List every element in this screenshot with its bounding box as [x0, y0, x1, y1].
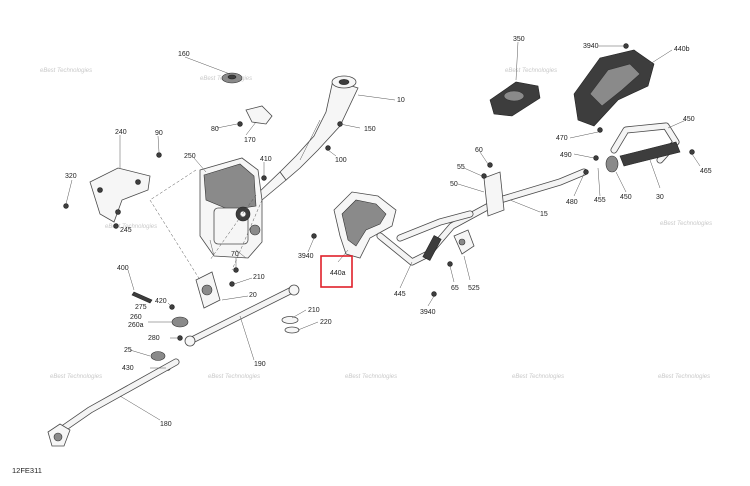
switch-housing-350	[489, 81, 541, 117]
callout-label: 440b	[674, 46, 690, 53]
watermark: eBest Technologies	[40, 68, 92, 74]
callout-label-440a: 440a	[330, 270, 346, 277]
watermark: eBest Technologies	[658, 374, 710, 380]
tie-rod-lower	[47, 358, 180, 447]
callout-label: 450	[683, 116, 695, 123]
power-steering-unit	[199, 157, 263, 259]
intermediate-shaft	[131, 267, 239, 371]
callout-label: 260	[130, 314, 142, 321]
callout-label: 470	[556, 135, 568, 142]
callout-label: 3940	[298, 253, 314, 260]
highlight-box	[320, 255, 353, 288]
callout-label: 320	[65, 173, 77, 180]
handguard-right	[583, 122, 695, 175]
callout-label: 490	[560, 152, 572, 159]
callout-label: 450	[620, 194, 632, 201]
callout-label: 210	[253, 274, 265, 281]
callout-label: 445	[394, 291, 406, 298]
callout-label: 455	[594, 197, 606, 204]
callout-label: 400	[117, 265, 129, 272]
tie-rod-upper	[184, 284, 300, 347]
watermark: eBest Technologies	[105, 224, 157, 230]
callout-label: 3940	[420, 309, 436, 316]
callout-label: 25	[124, 347, 132, 354]
small-hardware-left	[63, 72, 343, 229]
callout-label: 260a	[128, 322, 144, 329]
callout-label: 60	[475, 147, 483, 154]
callout-label: 525	[468, 285, 480, 292]
callout-label: 210	[308, 307, 320, 314]
callout-label: 410	[260, 156, 272, 163]
callout-label: 90	[155, 130, 163, 137]
callout-label: 280	[148, 335, 160, 342]
callout-labels: 160 10 150 80 170 100 240 90 250 410 320…	[65, 36, 712, 428]
callout-label: 80	[211, 126, 219, 133]
callout-label: 170	[244, 137, 256, 144]
callout-label: 190	[254, 361, 266, 368]
callout-label: 70	[231, 251, 239, 258]
handlebar	[376, 168, 588, 297]
callout-label: 3940	[583, 43, 599, 50]
riser-clamp	[481, 162, 505, 217]
callout-label: 180	[160, 421, 172, 428]
callout-label: 160	[178, 51, 190, 58]
handlebar-cover-440a	[311, 191, 397, 259]
callout-label: 350	[513, 36, 525, 43]
steering-column	[255, 75, 359, 201]
watermark: eBest Technologies	[512, 374, 564, 380]
callout-label: 65	[451, 285, 459, 292]
watermark: eBest Technologies	[660, 221, 712, 227]
callout-label: 20	[249, 292, 257, 299]
callout-label: 220	[320, 319, 332, 326]
callout-label: 420	[155, 298, 167, 305]
callout-label: 10	[397, 97, 405, 104]
callout-label: 480	[566, 199, 578, 206]
callout-label: 15	[540, 211, 548, 218]
callout-label: 465	[700, 168, 712, 175]
callout-label: 275	[135, 304, 147, 311]
watermark: eBest Technologies	[50, 374, 102, 380]
callout-label: 250	[184, 153, 196, 160]
callout-label: 30	[656, 194, 664, 201]
callout-label: 240	[115, 129, 127, 136]
watermark: eBest Technologies	[345, 374, 397, 380]
watermark: eBest Technologies	[505, 68, 557, 74]
callout-label: 430	[122, 365, 134, 372]
callout-label: 55	[457, 164, 465, 171]
handlebar-cover-440b	[573, 43, 655, 127]
callout-label: 50	[450, 181, 458, 188]
mounting-bracket	[89, 167, 151, 223]
callout-label: 100	[335, 157, 347, 164]
watermark: eBest Technologies	[208, 374, 260, 380]
callout-label: 150	[364, 126, 376, 133]
diagram-reference-code: 12FE311	[12, 466, 42, 475]
callout-label: 245	[120, 227, 132, 234]
